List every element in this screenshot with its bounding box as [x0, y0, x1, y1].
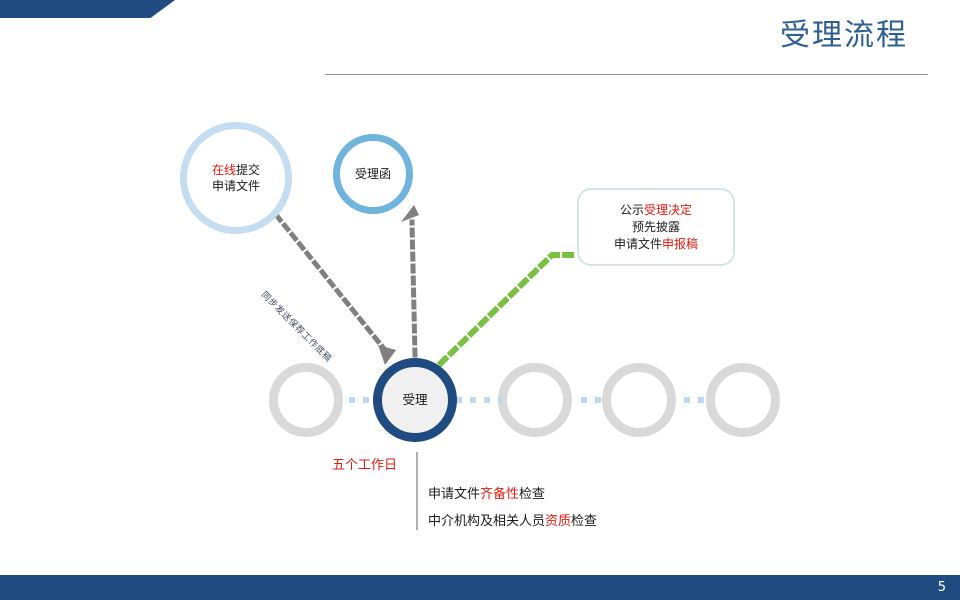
dashed-arrow-accept-to-letter [409, 219, 418, 358]
note-check-line-1: 申请文件齐备性检查 [428, 483, 545, 502]
public-notice-line3-dark: 申请文件 [613, 236, 662, 251]
acceptance-letter-circle[interactable]: 受理函 [333, 134, 413, 214]
page-number: 5 [937, 580, 946, 595]
public-notice-line1-red: 受理决定 [644, 202, 693, 217]
chain-connector-3 [581, 397, 605, 403]
dashed-arrow-accept-to-letter-head [401, 205, 419, 222]
public-notice-line1: 公示受理决定 [620, 202, 692, 219]
online-submit-line1-dark: 提交 [236, 163, 261, 177]
chain-connector-4 [684, 397, 710, 403]
public-notice-line1-dark: 公示 [619, 202, 644, 217]
note-check-line-2-a: 中介机构及相关人员 [428, 514, 546, 529]
chain-connector-2 [456, 397, 502, 403]
note-check-line-2-b: 资质 [545, 514, 572, 529]
note-check-line-2-c: 检查 [571, 514, 598, 529]
process-step-circle-3 [498, 363, 572, 437]
note-check-line-1-c: 检查 [519, 487, 546, 502]
chain-connector-1 [349, 397, 377, 403]
process-step-circle-1 [269, 363, 343, 437]
page-title: 受理流程 [780, 18, 908, 53]
public-notice-line2: 预先披露 [631, 219, 680, 234]
accept-label: 受理 [402, 392, 428, 407]
title-underline-rule [325, 74, 928, 75]
public-notice-line3-red: 申报稿 [662, 236, 699, 251]
note-check-line-1-a: 申请文件 [428, 487, 481, 502]
note-check-line-2: 中介机构及相关人员资质检查 [428, 510, 597, 529]
online-submit-circle[interactable]: 在线提交 申请文件 [180, 122, 292, 234]
public-notice-line3: 申请文件申报稿 [614, 236, 698, 253]
online-submit-line1-red: 在线 [211, 163, 236, 177]
dashed-arrow-submit-to-accept-head [378, 345, 396, 365]
note-days-label: 五个工作日 [332, 458, 398, 473]
acceptance-letter-label: 受理函 [354, 167, 391, 181]
public-notice-box[interactable]: 公示受理决定 预先披露 申请文件申报稿 [577, 188, 735, 266]
process-step-circle-accept[interactable]: 受理 [373, 358, 457, 442]
online-submit-line2: 申请文件 [211, 179, 260, 193]
process-step-circle-5 [706, 363, 780, 437]
top-left-banner [0, 0, 175, 18]
green-dotted-path-accept-to-notice [436, 252, 581, 368]
diagonal-arrow-label: 同步发送保荐工作底稿 [258, 290, 334, 365]
note-check-line-1-b: 齐备性 [480, 487, 520, 502]
online-submit-text: 在线提交 申请文件 [212, 162, 260, 194]
bottom-bar: 5 [0, 575, 960, 600]
process-step-circle-4 [602, 363, 676, 437]
note-vertical-divider [416, 452, 418, 530]
